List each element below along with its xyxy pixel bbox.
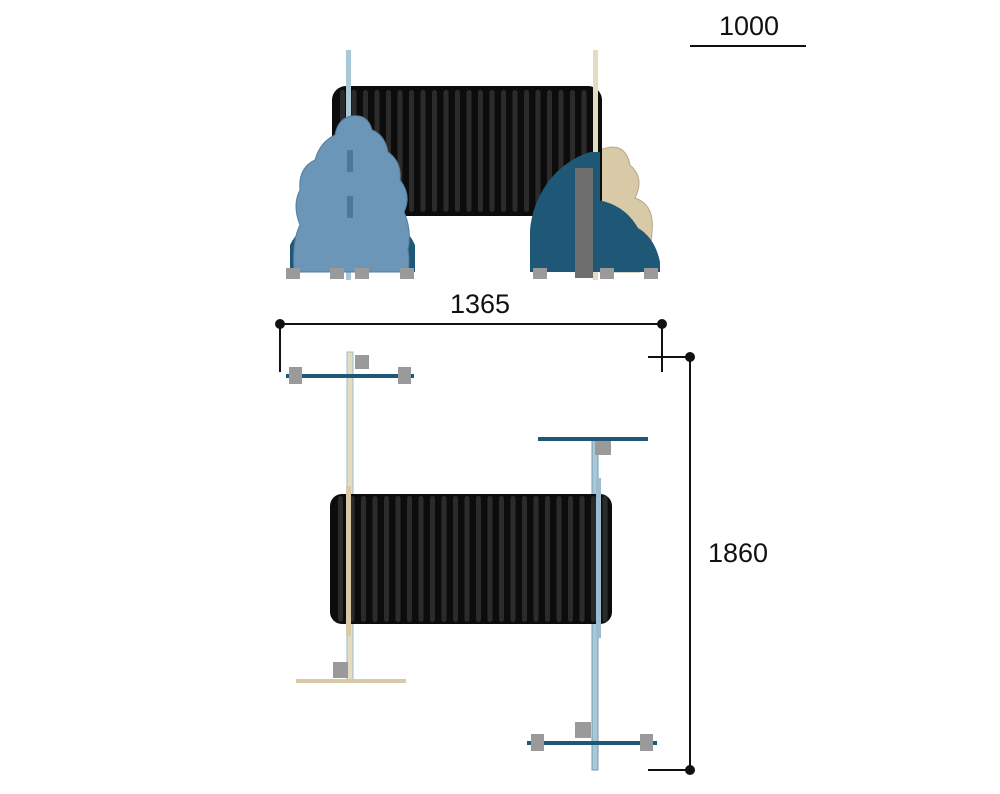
tube-rib [466, 90, 472, 212]
length-dimension-label: 1860 [708, 538, 768, 568]
tube-rib [524, 90, 529, 212]
tube-rib [407, 496, 412, 622]
height-dimension: 1000 [690, 11, 806, 47]
tube-rib [489, 90, 495, 212]
left-cloud-panel [293, 115, 410, 273]
tube-rib [432, 90, 437, 212]
tube-rib [464, 496, 470, 622]
tube-rib [545, 496, 550, 622]
right-panel-plank [575, 168, 593, 278]
front-elevation-view: 1000 [286, 11, 806, 280]
tube-rib [361, 496, 366, 622]
tube-rib [499, 496, 504, 622]
tube-rib [568, 496, 573, 622]
tube-rib [602, 496, 608, 622]
right-panel-dark-back [598, 200, 660, 272]
tube-rib [420, 90, 426, 212]
tube-rib [384, 496, 389, 622]
tube-rib [476, 496, 481, 622]
tube-rib [579, 496, 585, 622]
tube-rib [430, 496, 435, 622]
width-dimension: 1365 [275, 289, 667, 372]
left-panel-slot-top [347, 150, 353, 172]
tube-rib [443, 90, 449, 212]
tube-rib [556, 496, 562, 622]
tube-rib [501, 90, 506, 212]
tube-rib [535, 90, 541, 212]
plan-view: 1365 1860 [275, 289, 768, 775]
plan-right-panel-edge [596, 478, 601, 638]
plan-feet [289, 355, 653, 751]
tube-rib [455, 90, 460, 212]
tube-rib [512, 90, 518, 212]
left-panel-slot-bottom [347, 196, 353, 218]
tube-rib [395, 496, 401, 622]
crawl-tube-plan [330, 494, 612, 624]
plan-crossbars [286, 374, 657, 745]
tube-rib [478, 90, 483, 212]
plan-left-panel-edge [346, 486, 351, 636]
front-feet [286, 268, 658, 279]
tube-rib [409, 90, 414, 212]
tube-rib [591, 496, 596, 622]
tube-rib [372, 496, 378, 622]
tube-rib [441, 496, 447, 622]
tube-rib [522, 496, 527, 622]
tube-rib [533, 496, 539, 622]
tube-rib [418, 496, 424, 622]
tube-rib [487, 496, 493, 622]
tube-rib [510, 496, 516, 622]
tube-rib [338, 496, 343, 622]
width-dimension-label: 1365 [450, 289, 510, 319]
height-dimension-label: 1000 [719, 11, 779, 41]
length-dimension: 1860 [648, 352, 768, 775]
tube-rib [453, 496, 458, 622]
